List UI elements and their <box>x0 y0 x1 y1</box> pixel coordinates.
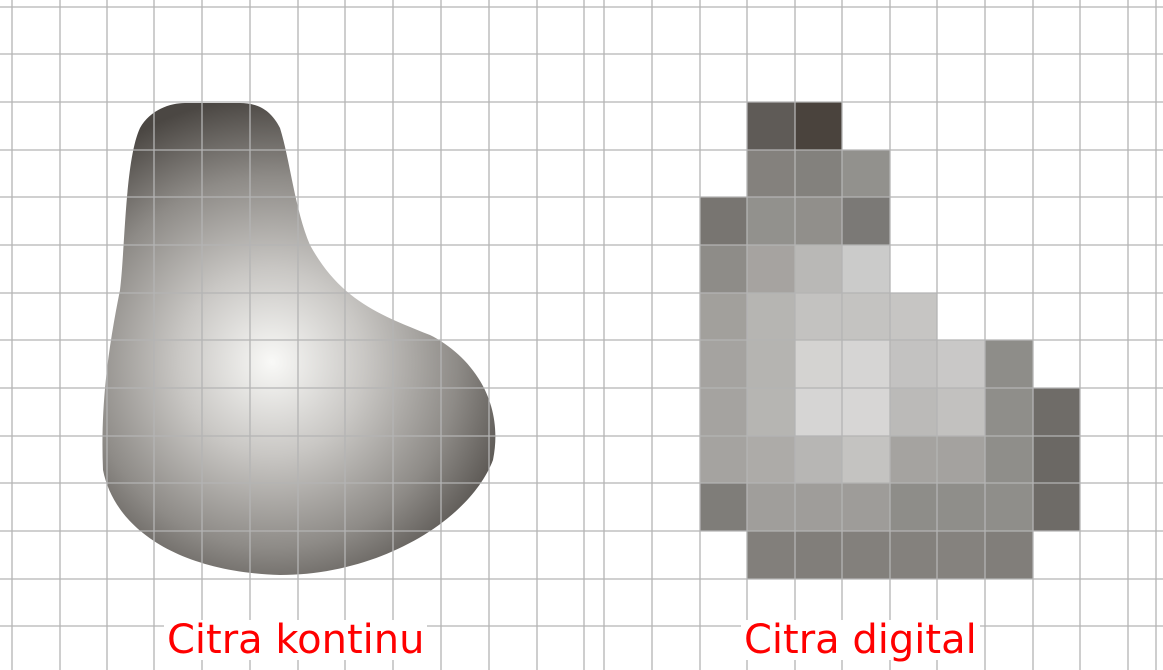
pixel-cell <box>795 388 842 436</box>
continuous-image-canvas <box>0 0 596 670</box>
pixel-cell <box>937 483 985 531</box>
pixel-cell <box>747 483 795 531</box>
pixel-cell <box>985 531 1033 579</box>
pixel-cell <box>747 245 795 293</box>
digital-image-panel: Citra digital <box>596 0 1163 670</box>
continuous-image-caption: Citra kontinu <box>164 620 427 660</box>
pixel-cell <box>842 388 890 436</box>
pixel-cell <box>700 340 747 388</box>
pixel-cell <box>795 436 842 483</box>
pixel-cell <box>700 245 747 293</box>
pixel-cell <box>747 197 795 245</box>
pixel-cell <box>937 388 985 436</box>
pixel-cell <box>937 340 985 388</box>
pixel-cell <box>795 340 842 388</box>
pixel-cell <box>795 150 842 197</box>
digital-image-canvas <box>596 0 1163 670</box>
pixel-cell <box>747 150 795 197</box>
pixel-cell <box>795 197 842 245</box>
pixel-cell <box>795 293 842 340</box>
pixel-cell <box>890 340 937 388</box>
pixel-cell <box>747 388 795 436</box>
pixel-cell <box>842 436 890 483</box>
pixel-cell <box>842 150 890 197</box>
pixel-cell <box>747 531 795 579</box>
pixel-cell <box>842 197 890 245</box>
pixel-cell <box>842 245 890 293</box>
pixel-cell <box>890 293 937 340</box>
pixel-cell <box>795 102 842 150</box>
pixel-cell <box>795 531 842 579</box>
pixel-cell <box>890 388 937 436</box>
pixel-cell <box>842 293 890 340</box>
continuous-image-panel: Citra kontinu <box>0 0 596 670</box>
pixel-cell <box>985 388 1033 436</box>
pixel-cell <box>747 293 795 340</box>
pixel-cell <box>747 340 795 388</box>
pixel-cell <box>890 436 937 483</box>
pixel-cell <box>842 531 890 579</box>
pixel-cell <box>890 483 937 531</box>
pixel-cell <box>890 531 937 579</box>
pixel-cell <box>937 436 985 483</box>
digital-image-caption: Citra digital <box>741 620 980 660</box>
pixel-cell <box>985 340 1033 388</box>
pixel-cell <box>795 245 842 293</box>
pixel-cell <box>1033 483 1080 531</box>
pixel-cell <box>985 436 1033 483</box>
pixel-cell <box>842 483 890 531</box>
pixel-cell <box>700 388 747 436</box>
pixel-cell <box>1033 388 1080 436</box>
pixel-cell <box>700 197 747 245</box>
pixel-cell <box>700 483 747 531</box>
pixel-cell <box>700 293 747 340</box>
pixel-cell <box>842 340 890 388</box>
pixel-cell <box>985 483 1033 531</box>
pixel-cell <box>700 436 747 483</box>
pixel-cell <box>937 531 985 579</box>
pixel-cell <box>747 102 795 150</box>
pixel-cell <box>795 483 842 531</box>
pixel-cell <box>747 436 795 483</box>
pixel-cell <box>1033 436 1080 483</box>
